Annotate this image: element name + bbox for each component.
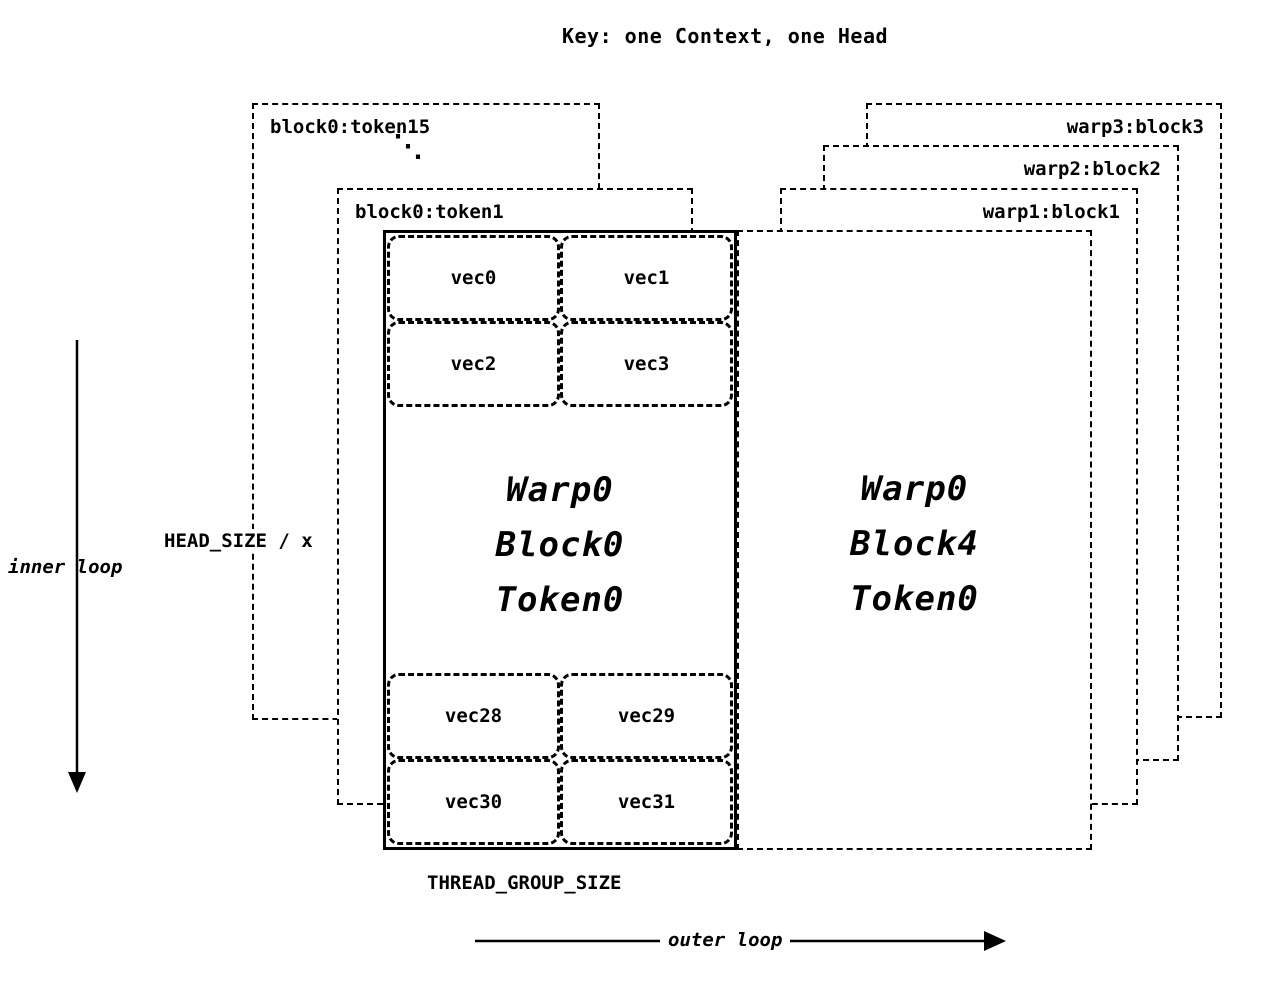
- warp0-block4-caption: Warp0 Block4 Token0: [739, 462, 1090, 627]
- warp0-block0-caption: Warp0 Block0 Token0: [386, 463, 734, 628]
- card-block0-token1-label: block0:token1: [355, 201, 504, 223]
- vec-cell: vec28: [387, 673, 560, 759]
- caption-line: Token0: [850, 579, 979, 619]
- card-warp2-block2-label: warp2:block2: [1023, 158, 1161, 180]
- card-warp1-block1-label: warp1:block1: [982, 201, 1120, 223]
- caption-line: Block4: [850, 524, 979, 564]
- warp0-block0-box: vec0 vec1 vec2 vec3 Warp0 Block0 Token0 …: [383, 230, 737, 850]
- card-warp3-block3-label: warp3:block3: [1066, 116, 1204, 138]
- top-vector-grid: vec0 vec1 vec2 vec3: [387, 235, 733, 407]
- card-block0-token15-label: block0:token15: [270, 116, 431, 138]
- vec-cell: vec1: [560, 235, 733, 321]
- vec-cell: vec0: [387, 235, 560, 321]
- caption-line: Block0: [495, 525, 625, 565]
- caption-line: Token0: [495, 580, 625, 620]
- vec-cell: vec2: [387, 321, 560, 407]
- caption-line: Warp0: [506, 470, 614, 510]
- thread-group-size-label: THREAD_GROUP_SIZE: [427, 872, 622, 894]
- diagram-title: Key: one Context, one Head: [561, 24, 889, 48]
- ellipsis-dots: ⋱: [393, 129, 423, 164]
- vec-cell: vec3: [560, 321, 733, 407]
- vec-cell: vec29: [560, 673, 733, 759]
- head-size-label: HEAD_SIZE / x: [160, 529, 317, 553]
- outer-loop-label: outer loop: [660, 929, 791, 951]
- caption-line: Warp0: [860, 469, 969, 509]
- inner-loop-label: inner loop: [8, 556, 123, 578]
- warp0-block4-box: Warp0 Block4 Token0: [737, 230, 1092, 850]
- bottom-vector-grid: vec28 vec29 vec30 vec31: [387, 673, 733, 845]
- vec-cell: vec31: [560, 759, 733, 845]
- vec-cell: vec30: [387, 759, 560, 845]
